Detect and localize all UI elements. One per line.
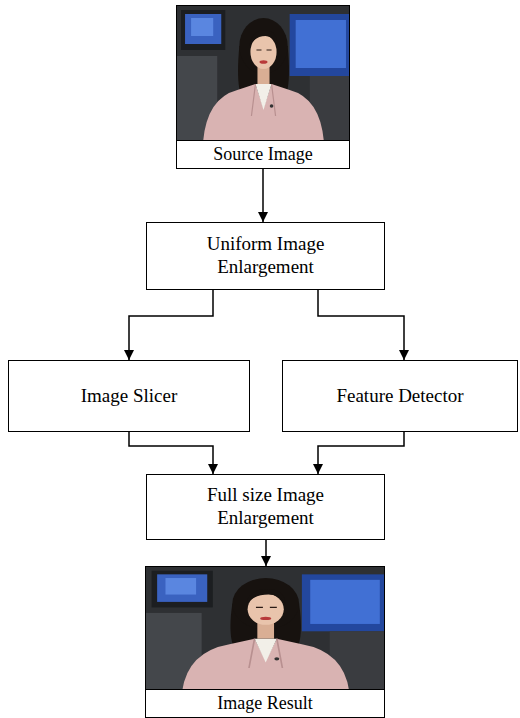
process-box: Uniform Image Enlargement [146, 222, 385, 290]
box-label: Uniform Image Enlargement [181, 233, 351, 279]
image-frame: Source Image [176, 5, 350, 169]
source-photo [177, 6, 349, 141]
caption-strip: Image Result [146, 689, 384, 717]
arrow-connector [265, 540, 267, 566]
box-label: Image Slicer [81, 385, 178, 408]
arrow-connector [318, 290, 404, 360]
process-box: Full size Image Enlargement [146, 474, 385, 540]
process-box: Feature Detector [282, 360, 518, 432]
process-box: Image Slicer [8, 360, 250, 432]
arrow-connector [318, 432, 404, 474]
arrow-connector [262, 169, 264, 222]
box-label: Feature Detector [336, 385, 463, 408]
arrow-connector [129, 290, 213, 360]
arrow-connector [129, 432, 213, 474]
image-caption: Source Image [213, 144, 312, 166]
caption-strip: Source Image [177, 140, 349, 168]
box-label: Full size Image Enlargement [181, 484, 351, 530]
image-caption: Image Result [217, 693, 312, 715]
image-frame: Image Result [145, 566, 385, 718]
result-photo [146, 567, 384, 691]
